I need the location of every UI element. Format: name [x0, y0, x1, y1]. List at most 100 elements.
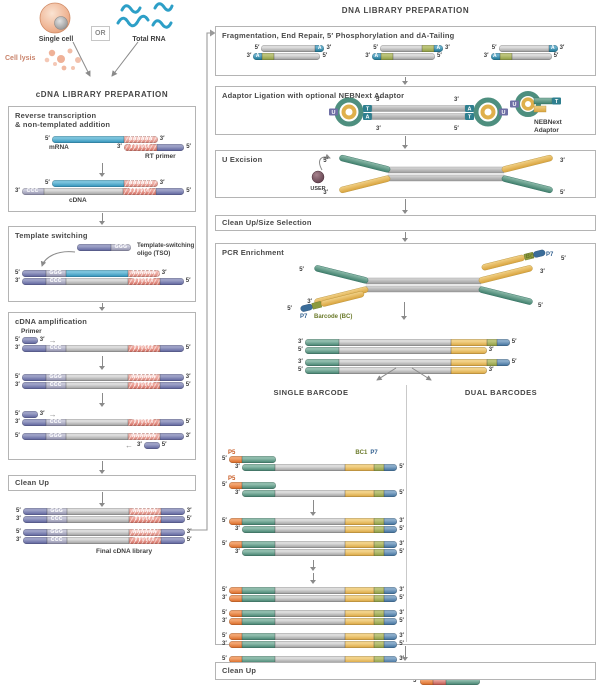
strand-end-label: 5′ [186, 516, 192, 522]
strand-segment-salT: TTTTTT [123, 143, 157, 151]
flow-arrow [11, 393, 193, 408]
strand-end-label: 5′ [298, 347, 303, 354]
annotation-label: P5 [228, 450, 236, 457]
flow-arrow [11, 356, 193, 371]
annotation-label: BC1 [355, 450, 368, 457]
strand-end-label: 5′ [511, 359, 517, 366]
strand-segment-p7 [384, 587, 398, 595]
svg-text:U: U [332, 110, 336, 116]
svg-text:5′: 5′ [287, 306, 292, 312]
intro-graphic [39, 2, 174, 77]
dna-strand: 3′5′ [233, 526, 406, 534]
svg-text:3′: 3′ [560, 158, 565, 164]
strand-segment-ggg: CCC [45, 278, 66, 286]
diverge-arrows [376, 367, 432, 381]
strand-segment-orange [228, 541, 242, 549]
strand-end-label: 3′ [161, 270, 167, 277]
svg-text:T: T [555, 99, 559, 105]
single-cell-label: Single cell [38, 36, 74, 43]
strand-segment-olive [486, 359, 497, 367]
strand-end-label: 3′ [39, 411, 45, 418]
strand-segment-green [241, 656, 276, 664]
strand-segment-green [241, 618, 276, 626]
strand-segment-salA: AAAAAA [128, 529, 161, 536]
strand-end-label: 3′ [445, 45, 450, 52]
strand-segment-p7 [384, 641, 398, 649]
strand-segment-gray [338, 359, 451, 367]
strand-segment-p7 [384, 595, 398, 603]
strand-end-label: 5′ [45, 135, 50, 142]
dual-barcodes-header: DUAL BARCODES [464, 388, 538, 397]
strand-segment-yellow [450, 367, 487, 375]
strand-segment-yellow [344, 610, 375, 618]
strand-segment-purple [156, 143, 185, 151]
strand-end-label: 3′ [365, 53, 370, 60]
strand-segment-ggg: CCC [45, 419, 66, 427]
strand-segment-gray [275, 541, 345, 549]
strand-segment-purple [22, 508, 47, 515]
strand-segment-salA: AAAAAA [127, 433, 160, 441]
svg-text:Adaptor: Adaptor [534, 127, 559, 134]
strand-segment-ggg: CCC [45, 382, 66, 390]
strand-segment-salT: TTTTTT [122, 187, 157, 195]
svg-text:T: T [366, 107, 370, 113]
strand-end-label: 3′ [159, 135, 165, 142]
strand-end-label: 3′ [16, 537, 21, 543]
strand-segment-ablue: A [434, 45, 443, 53]
flow-arrow [11, 162, 193, 177]
dna-strand: 5′ [220, 456, 406, 464]
cell-lysis-label: Cell lysis [5, 55, 36, 62]
dna-strand: 5′3′ [220, 587, 406, 595]
svg-text:3′: 3′ [307, 299, 312, 305]
strand-segment-p7 [384, 633, 398, 641]
strand-end-label: 5′ [15, 337, 20, 344]
strand-segment-purple [143, 442, 160, 450]
strand-segment-orange [228, 633, 242, 641]
strand-end-label: 3′ [326, 45, 332, 52]
strand-end-label: 3′ [15, 187, 20, 194]
strand-end-label: 3′ [246, 53, 252, 60]
strand-end-label: 5′ [16, 508, 21, 514]
strand-segment-p7 [384, 656, 398, 664]
strand-segment-green [241, 456, 276, 464]
strand-segment-blue [51, 135, 124, 143]
strand-segment-gray [275, 490, 345, 498]
flow-arrow [400, 646, 410, 661]
strand-segment-gray [275, 587, 345, 595]
svg-text:A: A [468, 107, 472, 113]
strand-end-label: 3′ [185, 374, 191, 381]
strand-segment-olive [374, 595, 385, 603]
strand-segment-orange [228, 456, 242, 464]
strand-segment-purple [21, 270, 46, 278]
tso-curved-arrow [40, 251, 76, 267]
svg-text:3′: 3′ [376, 126, 381, 132]
strand-end-label: 3′ [488, 367, 494, 374]
pcr-anneal-construct: 5′ 3′ 5′ P7 Barcode (BC) BC P7 5′ 3′ 5′ [287, 249, 566, 320]
strand-end-label: 3′ [399, 610, 404, 617]
strand-end-label: 3′ [186, 508, 192, 514]
strand-end-label: 3′ [235, 549, 240, 556]
strand-segment-ggg: CCC [21, 187, 44, 195]
strand-segment-olive [374, 633, 385, 641]
strand-segment-ablue: A [490, 53, 500, 61]
p7-barcode-primer [481, 249, 546, 271]
strand-segment-gray [380, 45, 422, 53]
strand-segment-ggg: GGG [45, 374, 66, 382]
strand-segment-yellow [344, 464, 375, 472]
strand-segment-salT: TTTTTT [127, 419, 160, 427]
flow-arrow [400, 136, 410, 149]
strand-end-label: 5′ [222, 541, 227, 548]
strand-end-label: 3′ [15, 382, 20, 389]
strand-segment-olive [486, 339, 497, 347]
